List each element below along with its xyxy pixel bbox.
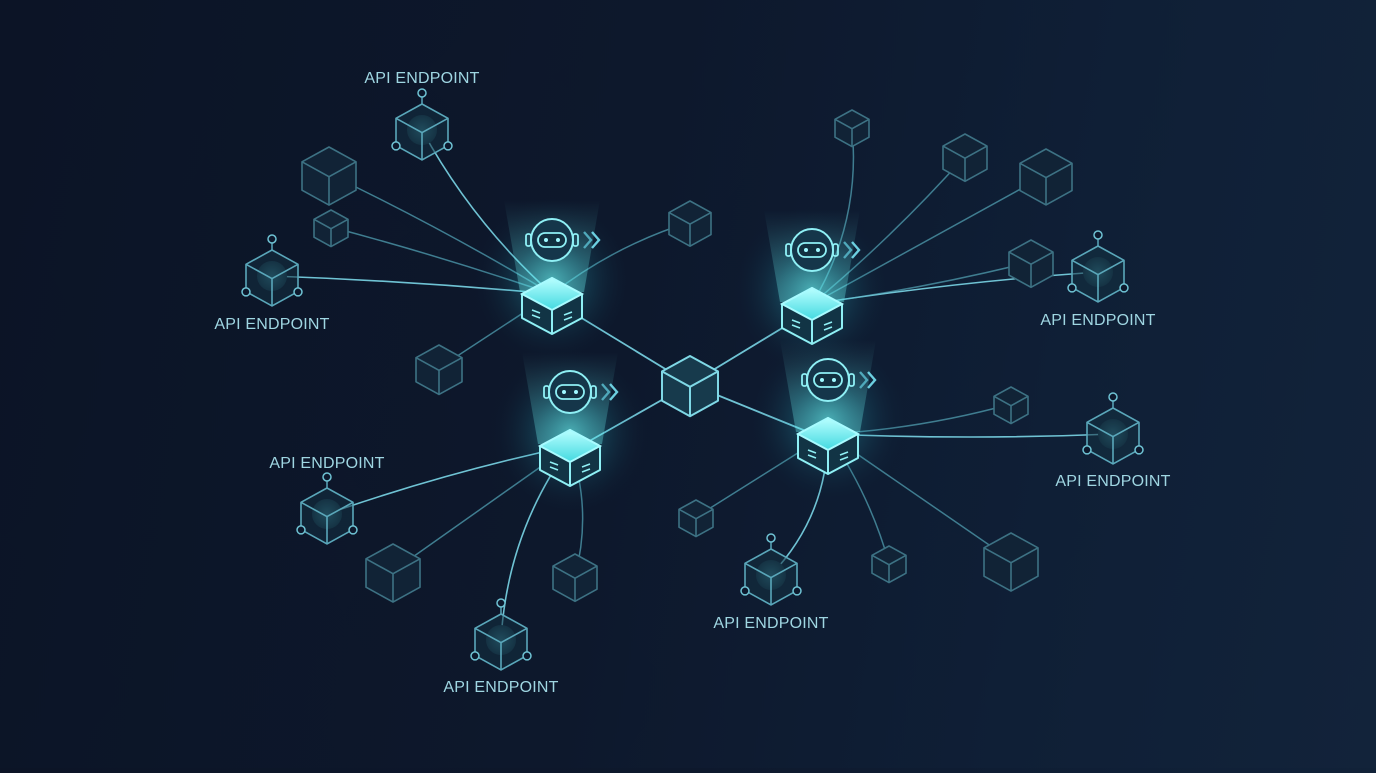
node-cube-icon bbox=[415, 344, 463, 396]
chevron-right-icon bbox=[859, 371, 877, 389]
central-hub bbox=[661, 355, 719, 418]
api-endpoint-icon bbox=[470, 598, 532, 671]
node-cube-icon bbox=[313, 209, 349, 248]
node-cube-icon bbox=[871, 545, 907, 584]
node-cube-icon bbox=[834, 109, 870, 148]
agents bbox=[472, 195, 908, 517]
endpoint-label: API ENDPOINT bbox=[713, 615, 829, 632]
endpoint-label: API ENDPOINT bbox=[1055, 473, 1171, 490]
agent-robot-icon bbox=[732, 205, 892, 375]
chevron-right-icon bbox=[601, 383, 619, 401]
node-cube-icon bbox=[301, 146, 357, 206]
api-endpoints bbox=[241, 88, 1144, 671]
endpoint-label: API ENDPOINT bbox=[364, 70, 480, 87]
chevron-right-icon bbox=[843, 241, 861, 259]
node-cube-icon bbox=[552, 553, 598, 603]
api-endpoint-icon bbox=[740, 533, 802, 606]
agent-robot-icon bbox=[748, 335, 908, 505]
endpoint-label: API ENDPOINT bbox=[443, 679, 559, 696]
api-endpoint-icon bbox=[241, 234, 303, 307]
satellite-nodes bbox=[301, 109, 1073, 603]
api-endpoint-icon bbox=[1067, 230, 1129, 303]
endpoint-label: API ENDPOINT bbox=[1040, 312, 1156, 329]
node-cube-icon bbox=[942, 133, 988, 183]
chevron-right-icon bbox=[583, 231, 601, 249]
node-cube-icon bbox=[1008, 239, 1054, 289]
node-cube-icon bbox=[1019, 148, 1073, 206]
node-cube-icon bbox=[668, 200, 712, 247]
agent-robot-icon bbox=[472, 195, 632, 365]
api-endpoint-icon bbox=[1082, 392, 1144, 465]
endpoint-label: API ENDPOINT bbox=[214, 316, 330, 333]
hub-cube-icon bbox=[661, 355, 719, 418]
api-endpoint-icon bbox=[296, 472, 358, 545]
api-endpoint-icon bbox=[391, 88, 453, 161]
node-cube-icon bbox=[993, 386, 1029, 425]
endpoint-label: API ENDPOINT bbox=[269, 455, 385, 472]
agent-robot-icon bbox=[490, 347, 650, 517]
node-cube-icon bbox=[983, 532, 1039, 592]
node-cube-icon bbox=[365, 543, 421, 603]
node-cube-icon bbox=[678, 499, 714, 538]
